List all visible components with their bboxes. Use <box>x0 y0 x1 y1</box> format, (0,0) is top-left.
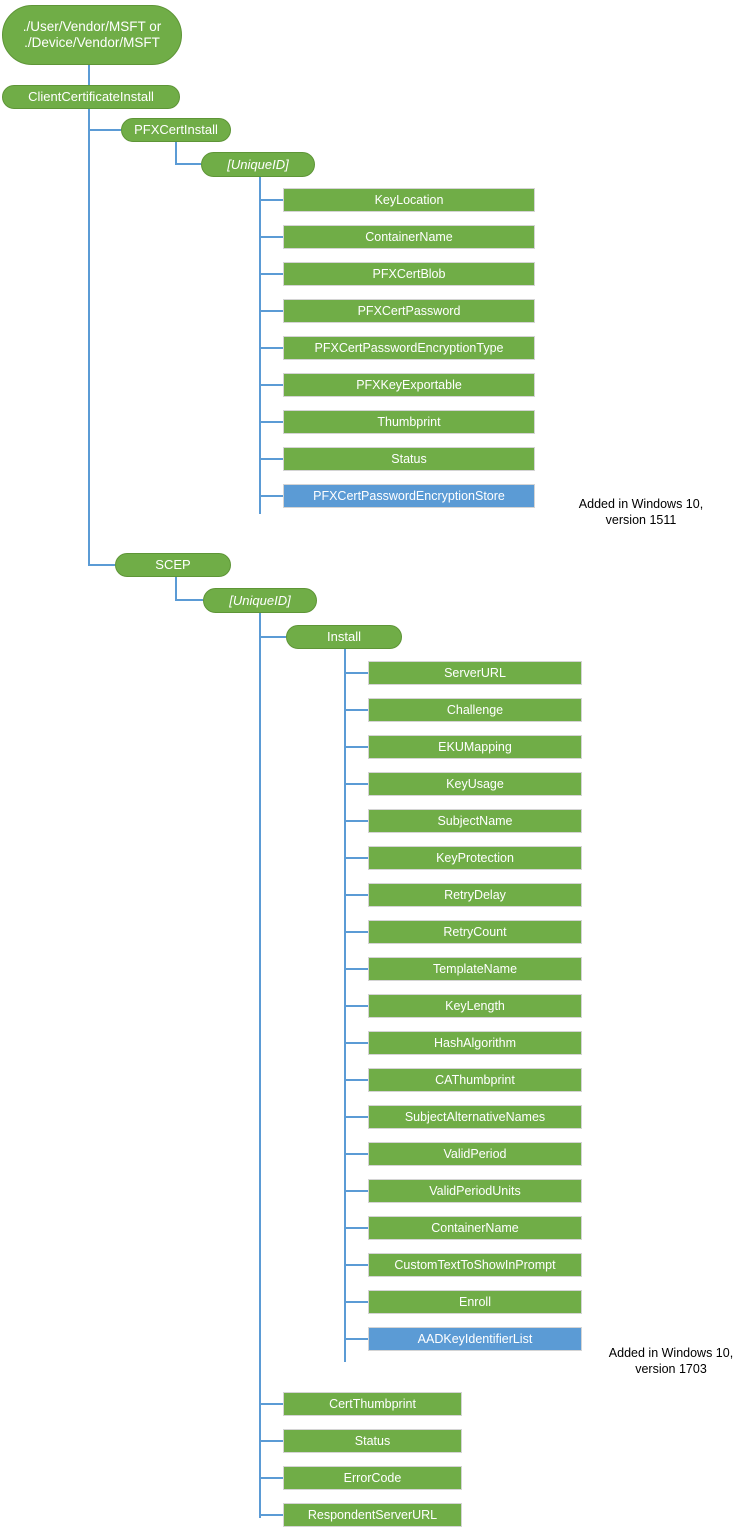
leaf-install-child-connector <box>344 894 368 896</box>
connector-to-scep <box>88 564 115 566</box>
leaf-install-child-connector <box>344 1005 368 1007</box>
leaf-scep-child[interactable]: CertThumbprint <box>283 1392 462 1416</box>
leaf-pfx-child[interactable]: PFXKeyExportable <box>283 373 535 397</box>
leaf-pfx-child-connector <box>259 273 283 275</box>
leaf-install-child[interactable]: KeyProtection <box>368 846 582 870</box>
leaf-pfx-child-connector <box>259 384 283 386</box>
leaf-install-child-connector <box>344 672 368 674</box>
leaf-install-child-connector <box>344 783 368 785</box>
leaf-install-child-connector <box>344 1153 368 1155</box>
leaf-pfx-child[interactable]: Thumbprint <box>283 410 535 434</box>
note-install-added-version: Added in Windows 10, version 1703 <box>608 1346 734 1376</box>
leaf-install-child-connector <box>344 1116 368 1118</box>
note-pfx-added-version: Added in Windows 10, version 1511 <box>578 497 704 527</box>
connector-cci-trunk <box>88 108 90 565</box>
leaf-scep-child-connector <box>259 1477 283 1479</box>
leaf-install-child-connector <box>344 1227 368 1229</box>
node-install[interactable]: Install <box>286 625 402 649</box>
connector-scep-uniqueid-spine <box>259 613 261 1518</box>
leaf-install-child-connector <box>344 1301 368 1303</box>
leaf-install-child[interactable]: ServerURL <box>368 661 582 685</box>
leaf-install-child[interactable]: TemplateName <box>368 957 582 981</box>
leaf-install-child[interactable]: KeyLength <box>368 994 582 1018</box>
leaf-install-child-connector <box>344 1190 368 1192</box>
leaf-pfx-child[interactable]: KeyLocation <box>283 188 535 212</box>
node-scep-uniqueid[interactable]: [UniqueID] <box>203 588 317 613</box>
leaf-pfx-child[interactable]: PFXCertBlob <box>283 262 535 286</box>
leaf-install-child[interactable]: ValidPeriod <box>368 1142 582 1166</box>
leaf-pfx-child-connector <box>259 199 283 201</box>
leaf-install-child[interactable]: SubjectName <box>368 809 582 833</box>
leaf-pfx-child-connector <box>259 347 283 349</box>
leaf-install-child[interactable]: Enroll <box>368 1290 582 1314</box>
node-pfx-uniqueid[interactable]: [UniqueID] <box>201 152 315 177</box>
leaf-pfx-child-connector <box>259 421 283 423</box>
connector-to-pfxcertinstall <box>88 129 121 131</box>
leaf-pfx-child-connector <box>259 495 283 497</box>
leaf-install-child-connector <box>344 1338 368 1340</box>
leaf-pfx-child[interactable]: ContainerName <box>283 225 535 249</box>
leaf-install-child[interactable]: RetryCount <box>368 920 582 944</box>
leaf-scep-child-connector <box>259 1403 283 1405</box>
leaf-scep-child-connector <box>259 1440 283 1442</box>
leaf-scep-child[interactable]: ErrorCode <box>283 1466 462 1490</box>
node-scep[interactable]: SCEP <box>115 553 231 577</box>
connector-root-trunk <box>88 64 90 96</box>
connector-scep-uniqueid-stub <box>175 599 203 601</box>
node-root[interactable]: ./User/Vendor/MSFT or ./Device/Vendor/MS… <box>2 5 182 65</box>
leaf-pfx-child-connector <box>259 458 283 460</box>
leaf-install-child[interactable]: ValidPeriodUnits <box>368 1179 582 1203</box>
leaf-install-child-connector <box>344 746 368 748</box>
leaf-install-child-connector <box>344 931 368 933</box>
connector-pfx-to-uniqueid <box>175 142 177 164</box>
leaf-install-child-connector <box>344 1042 368 1044</box>
leaf-install-child[interactable]: Challenge <box>368 698 582 722</box>
leaf-install-child[interactable]: RetryDelay <box>368 883 582 907</box>
leaf-install-child-connector <box>344 1264 368 1266</box>
leaf-scep-child-connector <box>259 1514 283 1516</box>
leaf-install-child[interactable]: SubjectAlternativeNames <box>368 1105 582 1129</box>
leaf-scep-child[interactable]: Status <box>283 1429 462 1453</box>
connector-to-install <box>259 636 286 638</box>
leaf-pfx-child-connector <box>259 310 283 312</box>
leaf-install-child-connector <box>344 709 368 711</box>
connector-pfx-uniqueid-stub <box>175 163 201 165</box>
leaf-install-child[interactable]: CustomTextToShowInPrompt <box>368 1253 582 1277</box>
leaf-install-child[interactable]: HashAlgorithm <box>368 1031 582 1055</box>
connector-pfx-uniqueid-spine <box>259 177 261 514</box>
leaf-install-child-connector <box>344 1079 368 1081</box>
node-pfxcertinstall[interactable]: PFXCertInstall <box>121 118 231 142</box>
leaf-pfx-child-connector <box>259 236 283 238</box>
leaf-pfx-child[interactable]: Status <box>283 447 535 471</box>
leaf-install-child-connector <box>344 820 368 822</box>
leaf-pfx-child-added[interactable]: PFXCertPasswordEncryptionStore <box>283 484 535 508</box>
node-clientcertificateinstall[interactable]: ClientCertificateInstall <box>2 85 180 109</box>
leaf-install-child-connector <box>344 857 368 859</box>
leaf-install-child[interactable]: CAThumbprint <box>368 1068 582 1092</box>
leaf-install-child[interactable]: EKUMapping <box>368 735 582 759</box>
leaf-install-child[interactable]: ContainerName <box>368 1216 582 1240</box>
leaf-install-child[interactable]: KeyUsage <box>368 772 582 796</box>
leaf-install-child-added[interactable]: AADKeyIdentifierList <box>368 1327 582 1351</box>
leaf-pfx-child[interactable]: PFXCertPassword <box>283 299 535 323</box>
leaf-pfx-child[interactable]: PFXCertPasswordEncryptionType <box>283 336 535 360</box>
leaf-install-child-connector <box>344 968 368 970</box>
leaf-scep-child[interactable]: RespondentServerURL <box>283 1503 462 1527</box>
connector-scep-to-uniqueid <box>175 577 177 599</box>
